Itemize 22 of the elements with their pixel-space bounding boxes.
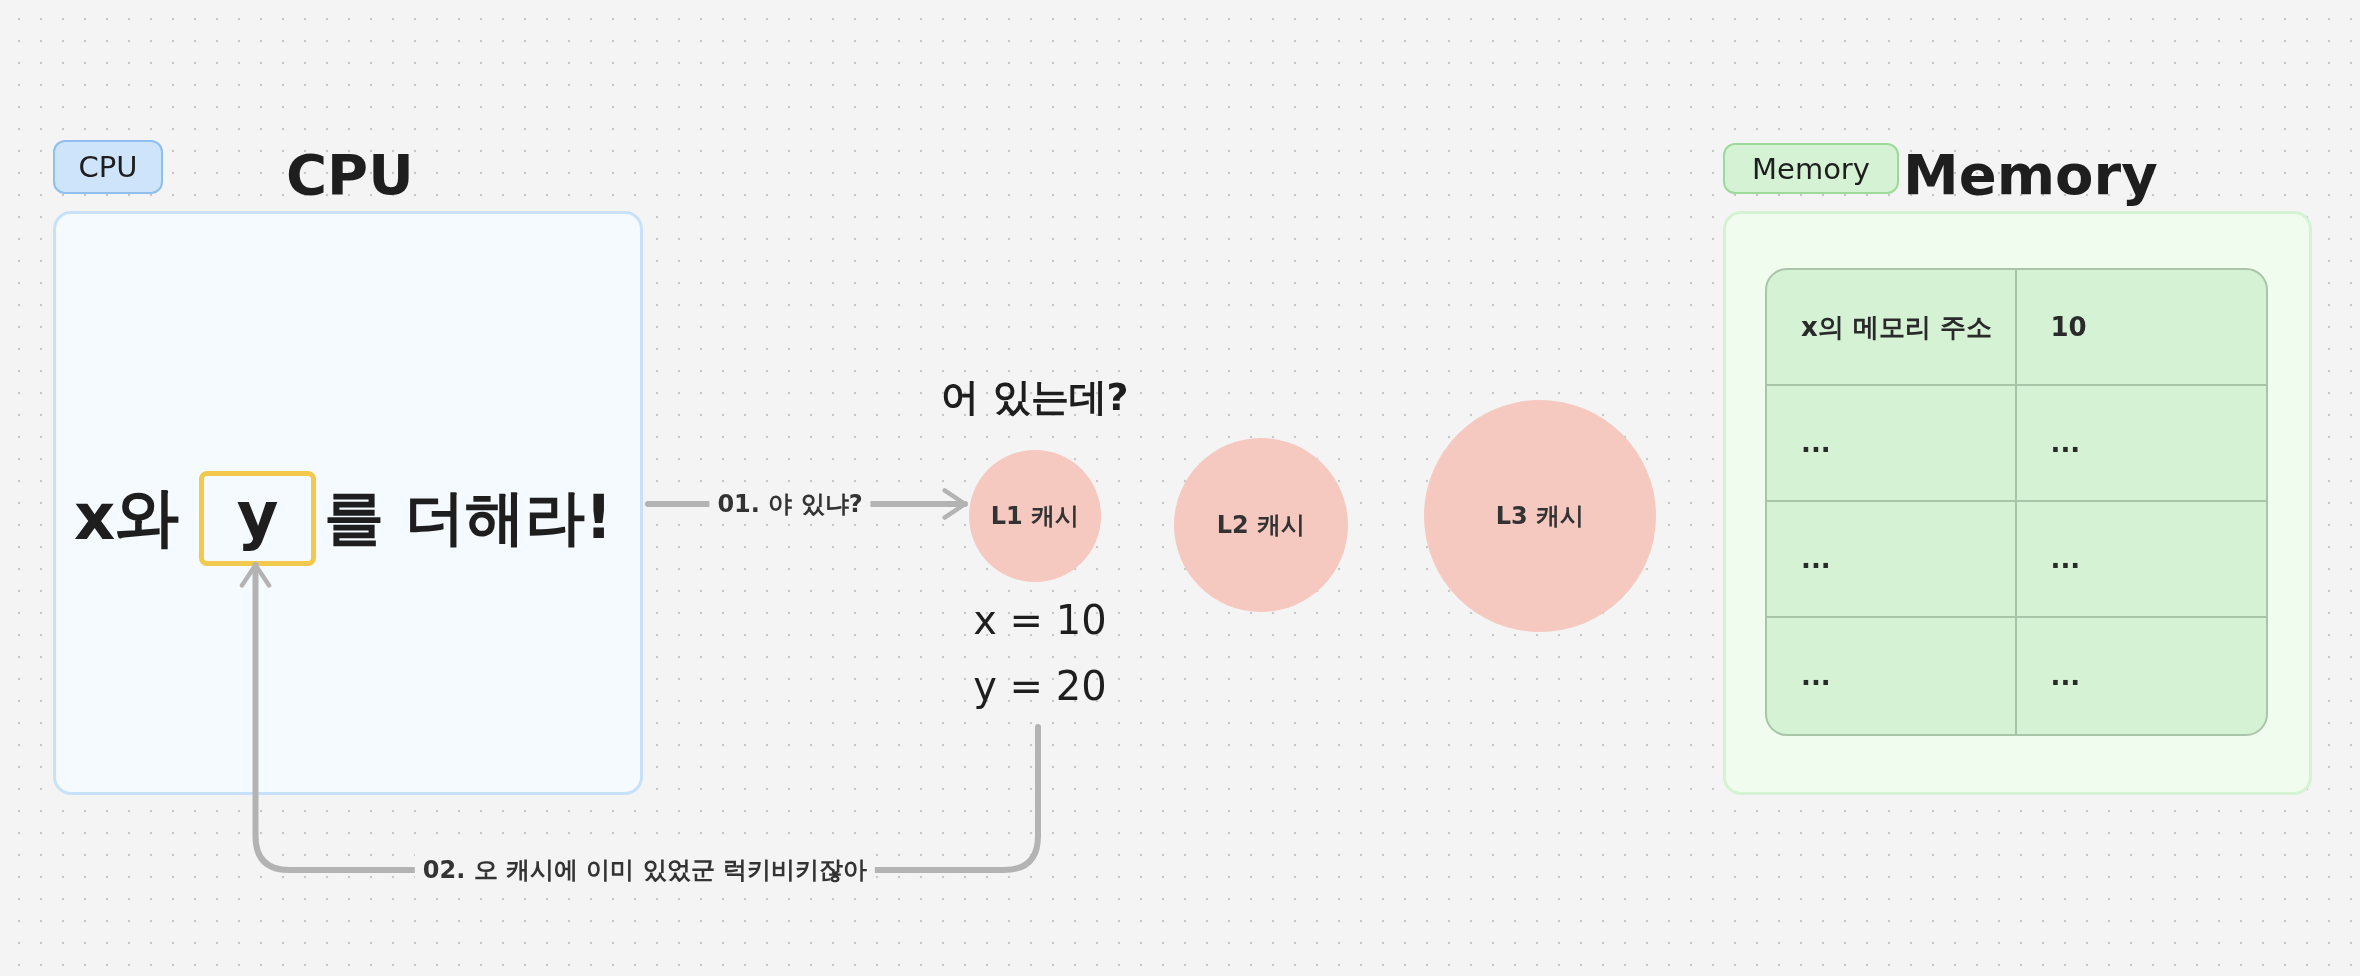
- table-cell: x의 메모리 주소: [1767, 270, 2017, 386]
- table-cell: ...: [2016, 386, 2266, 502]
- cache-circle: L2 캐시: [1174, 438, 1348, 612]
- table-cell-text: ...: [2049, 660, 2082, 693]
- tag-label: Memory: [1723, 143, 1899, 194]
- table-cell: ...: [2016, 502, 2266, 618]
- instruction-text: 를 더해라!: [324, 481, 613, 554]
- table-cell: ...: [1767, 502, 2017, 618]
- cache-circle: L1 캐시: [969, 450, 1101, 582]
- highlight-box: y: [199, 471, 316, 566]
- table-cell: ...: [1767, 618, 2017, 734]
- tag-label: CPU: [53, 140, 163, 194]
- table-cell: 10: [2016, 270, 2266, 386]
- instruction-text: x와: [74, 479, 180, 556]
- section-heading: Memory: [1903, 142, 2158, 207]
- cache-circle: L3 캐시: [1424, 400, 1656, 632]
- reply-text: 어 있는데?: [941, 374, 1129, 421]
- table-cell: ...: [1767, 386, 2017, 502]
- value-text: y = 20: [972, 662, 1108, 711]
- section-heading: CPU: [286, 142, 414, 207]
- value-text: x = 10: [972, 596, 1108, 645]
- edge-label: 02. 오 캐시에 이미 있었군 럭키비키잖아: [414, 854, 876, 886]
